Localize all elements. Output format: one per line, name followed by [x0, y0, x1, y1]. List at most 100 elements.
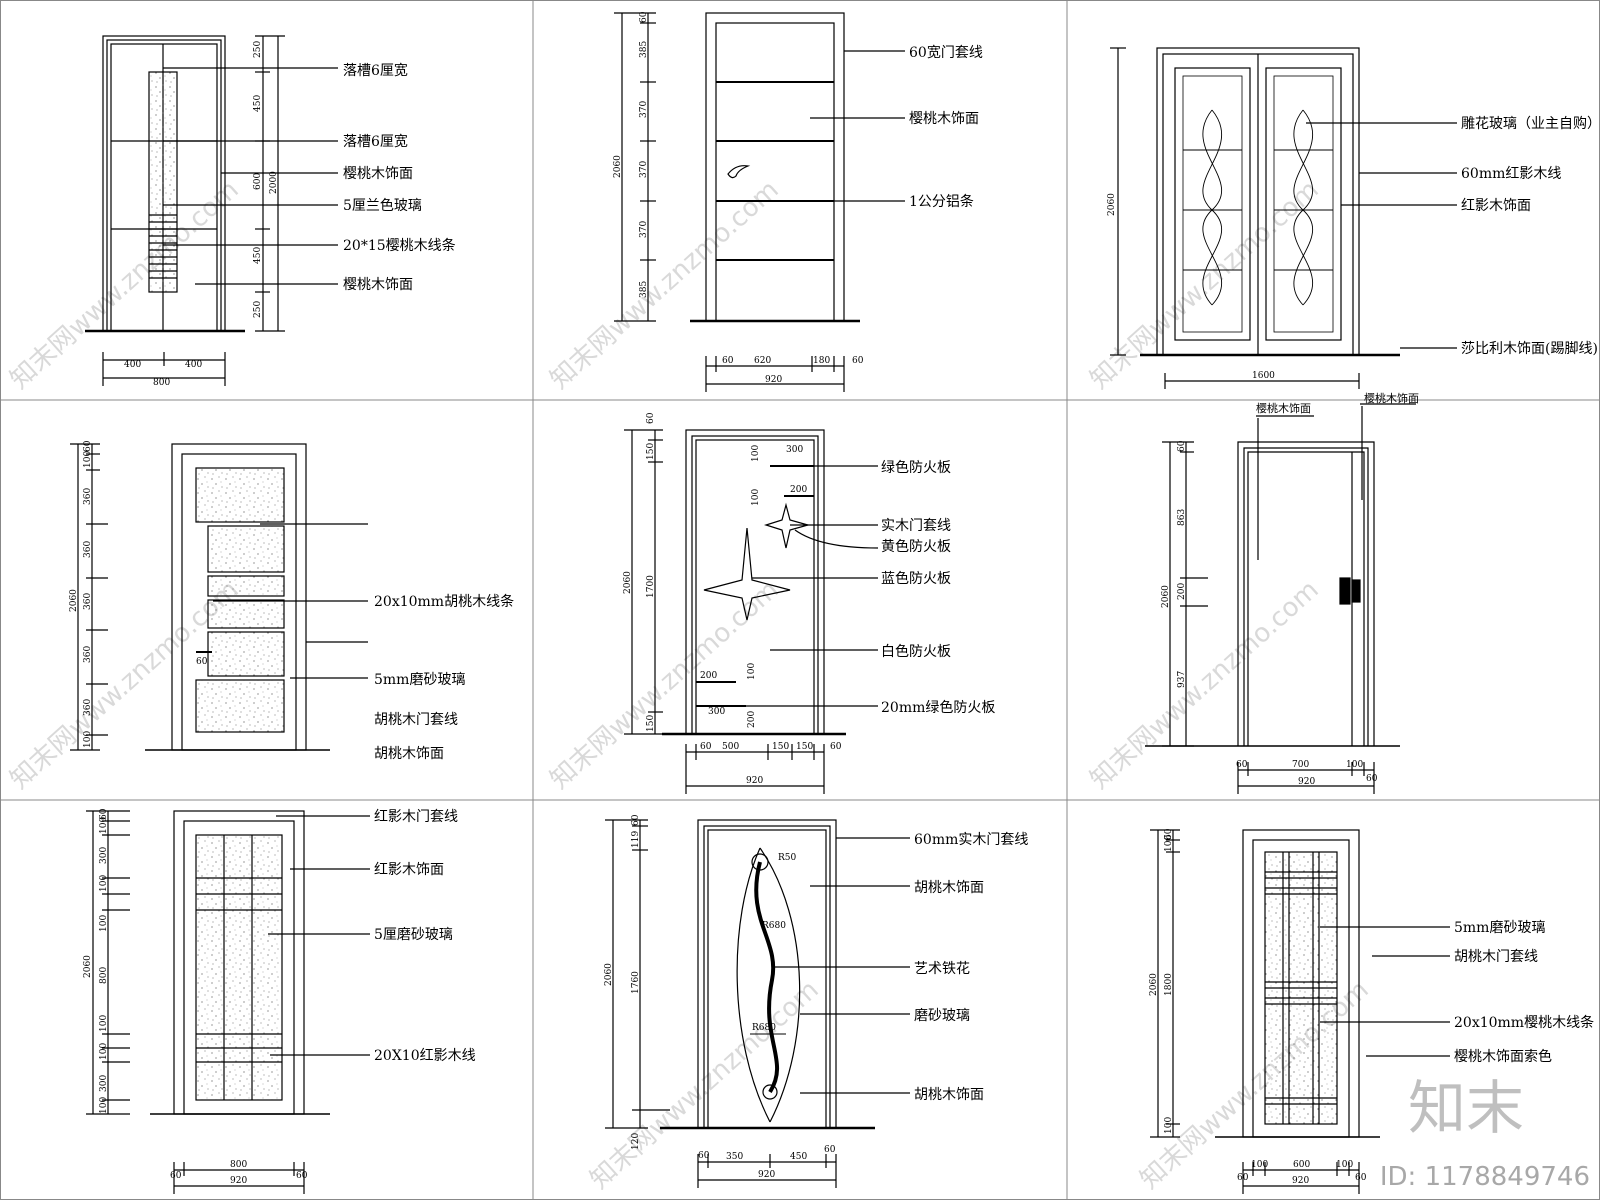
dim-label: 100: [99, 817, 109, 834]
door-elevation-6: [1145, 403, 1416, 794]
dim-label: 360: [83, 593, 93, 610]
dim-label: 863: [1177, 509, 1187, 526]
material-label: 实木门套线: [881, 518, 951, 534]
dim-label: 60: [631, 814, 641, 826]
dim-label: 60: [1355, 1173, 1367, 1183]
material-label: 樱桃木饰面: [343, 276, 413, 293]
door-elevation-5: [624, 429, 879, 794]
dim-label: 920: [765, 375, 782, 385]
dim-label: 600: [253, 173, 263, 190]
material-label: 20x10mm胡桃木线条: [374, 593, 514, 610]
dim-label: 400: [124, 360, 141, 370]
glass-arc-right: [759, 847, 801, 1123]
material-label: 落槽6厘宽: [343, 62, 408, 79]
dim-label: 2060: [69, 589, 79, 612]
dim-label: 920: [1298, 777, 1315, 787]
material-label: 1公分铝条: [909, 193, 974, 210]
dim-label: 60: [646, 412, 656, 424]
dim-label: 150: [646, 443, 656, 460]
dim-label: 450: [253, 247, 263, 264]
dim-label: 100: [99, 1015, 109, 1032]
material-label: 红影木饰面: [374, 862, 444, 878]
material-label: 莎比利木饰面(踢脚线): [1461, 341, 1598, 357]
dim-label: 60: [852, 356, 864, 366]
image-id: ID: 1178849746: [1379, 1162, 1590, 1192]
dim-label: 200: [747, 711, 757, 728]
dim-label: 119: [631, 831, 641, 848]
dim-label: 60: [1177, 440, 1187, 452]
glass-arc-left: [736, 847, 771, 1123]
material-label: 樱桃木饰面索色: [1454, 1048, 1552, 1065]
dim-label: 100: [99, 875, 109, 892]
dim-label: 60: [698, 1151, 710, 1161]
dim-label: 60: [296, 1171, 308, 1181]
dim-label: 1800: [1164, 973, 1174, 996]
material-label: 胡桃木门套线: [374, 712, 458, 728]
material-label: 樱桃木饰面: [1256, 401, 1311, 415]
dim-label: 450: [790, 1152, 807, 1162]
material-label: 5mm磨砂玻璃: [374, 671, 465, 688]
dim-label: 100: [99, 1043, 109, 1060]
panel-1-labels: 落槽6厘宽 落槽6厘宽 樱桃木饰面 5厘兰色玻璃 20*15樱桃木线条 樱桃木饰…: [124, 41, 456, 388]
dim-label: 100: [1164, 1117, 1174, 1134]
dim-label: 370: [639, 101, 649, 118]
dim-label: 937: [1177, 671, 1187, 688]
material-label: 白色防火板: [881, 643, 951, 660]
panel-8-labels: 60mm实木门套线 胡桃木饰面 艺术铁花 磨砂玻璃 胡桃木饰面 60 119 2…: [604, 814, 1028, 1180]
dim-label: 100: [1346, 760, 1363, 770]
dim-label: 60: [99, 808, 109, 820]
dim-label: 300: [708, 707, 725, 717]
panel-6-labels: 樱桃木饰面 樱桃木饰面 60 863 200 2060 937 60 700 1…: [1161, 391, 1419, 787]
dim-label: 385: [639, 281, 649, 298]
brand-logo: 知末: [1408, 1074, 1524, 1142]
dim-label: 100: [1336, 1160, 1353, 1170]
dim-label: 100: [99, 915, 109, 932]
dim-label: 60: [1366, 774, 1378, 784]
dim-label: 600: [1293, 1160, 1310, 1170]
door-elevation-4: [70, 443, 368, 751]
material-label: 艺术铁花: [914, 961, 970, 977]
dim-label: 60: [1236, 760, 1248, 770]
dim-label: 100: [99, 1097, 109, 1114]
door-elevation-3: [1110, 47, 1457, 389]
panel-7-labels: 红影木门套线 红影木饰面 5厘磨砂玻璃 20X10红影木线 60 100 300…: [83, 808, 476, 1186]
dim-label: 60: [722, 356, 734, 366]
carved-glass-right: [1274, 109, 1333, 306]
dim-label: 920: [746, 776, 763, 786]
dim-label: 250: [253, 41, 263, 58]
dim-label: 1700: [646, 575, 656, 598]
panel-2-labels: 60宽门套线 樱桃木饰面 1公分铝条 60 385 370 370 370 38…: [613, 11, 983, 385]
dim-label: 100: [747, 663, 757, 680]
dim-label: 200: [700, 671, 717, 681]
dim-label: 60: [1237, 1173, 1249, 1183]
dim-label: 100: [83, 451, 93, 468]
dim-label: 920: [758, 1170, 775, 1180]
dim-label: 100: [1164, 835, 1174, 852]
material-label: 红影木饰面: [1461, 198, 1531, 214]
dim-label: R680: [762, 921, 786, 931]
dim-label: 450: [253, 95, 263, 112]
material-label: 60宽门套线: [909, 44, 983, 61]
dim-label: 1600: [1252, 371, 1275, 381]
dim-label: 60: [824, 1145, 836, 1155]
iron-ring-bottom: [762, 1084, 778, 1100]
wood-strips: [149, 214, 177, 279]
dim-label: R680: [752, 1023, 776, 1033]
dim-label: 2060: [83, 955, 93, 978]
material-label: 20x10mm樱桃木线条: [1454, 1014, 1594, 1031]
dim-label: 360: [83, 488, 93, 505]
iron-ring-top: [751, 853, 769, 871]
dim-label: 60: [1164, 828, 1174, 840]
dim-label: 1760: [631, 971, 641, 994]
watermark-text: 知末网www.znzmo.com: [545, 575, 785, 795]
dim-label: 60: [830, 742, 842, 752]
dim-label: 620: [754, 356, 771, 366]
dim-label: 385: [639, 41, 649, 58]
material-label: 胡桃木饰面: [914, 880, 984, 896]
star-icon: [763, 502, 811, 549]
dim-label: 800: [153, 378, 170, 388]
carved-glass-left: [1183, 109, 1242, 306]
dim-label: 150: [772, 742, 789, 752]
material-label: 绿色防火板: [881, 459, 951, 476]
dim-label: 370: [639, 221, 649, 238]
